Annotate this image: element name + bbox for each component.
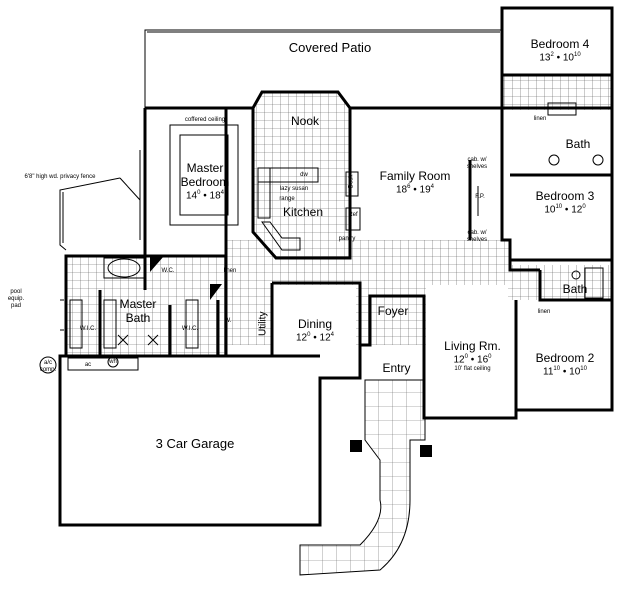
bath-lower-name: Bath: [562, 282, 588, 296]
tile-areas: [66, 75, 613, 356]
family-room-name: Family Room: [379, 169, 451, 183]
family-room-label: Family Room 186 • 194: [370, 169, 460, 196]
kitchen-label: Kitchen: [278, 205, 328, 220]
bedroom2-label: Bedroom 2 1110 • 1010: [520, 351, 610, 378]
bath-lower-label: Bath: [555, 282, 595, 297]
master-bedroom-name1: Master: [186, 161, 224, 175]
foyer-name: Foyer: [377, 304, 409, 318]
cab-shelves-upper-note: cab. w/shelves: [466, 157, 488, 170]
entry-name: Entry: [382, 361, 411, 375]
linen-utility-note: linen: [223, 268, 237, 274]
living-dims: 120 • 160: [453, 353, 492, 366]
family-room-dims: 186 • 194: [395, 183, 434, 196]
entry-label: Entry: [374, 361, 419, 376]
nook-label: Nook: [275, 114, 335, 129]
linen-upper-note: linen: [533, 116, 547, 122]
desk-note: Desk: [348, 174, 355, 189]
ref-note: Ref: [348, 212, 358, 218]
coffered-ceiling-note: coffered ceiling: [184, 117, 226, 123]
kitchen-name: Kitchen: [282, 205, 324, 219]
bedroom3-dims: 1010 • 120: [544, 203, 586, 216]
foyer-label: Foyer: [368, 304, 418, 319]
bedroom3-label: Bedroom 3 1010 • 120: [520, 189, 610, 216]
master-bedroom-name2: Bedroom: [180, 174, 230, 189]
utility-label: Utility: [257, 304, 269, 344]
bedroom3-name: Bedroom 3: [535, 189, 595, 203]
bedroom4-dims: 132 • 1010: [539, 51, 581, 64]
bedroom4-label: Bedroom 4 132 • 1010: [515, 37, 605, 64]
privacy-fence: [39, 177, 141, 374]
wh-note: wh: [109, 359, 117, 365]
master-bath-label: Master Bath: [108, 297, 168, 326]
utility-name: Utility: [257, 311, 269, 336]
wc-note: W.C.: [161, 268, 175, 274]
bedroom2-name: Bedroom 2: [535, 351, 595, 365]
bath-upper-label: Bath: [553, 137, 603, 152]
dw-note: dw: [300, 172, 308, 178]
living-note: 10' flat ceiling: [454, 365, 491, 372]
cab-shelves-lower-note: cab. w/shelves: [466, 230, 488, 243]
master-bath-name2: Bath: [125, 310, 151, 325]
dining-label: Dining 120 • 124: [280, 317, 350, 344]
fence-note: 6'8" high wd. privacy fence: [24, 174, 96, 180]
master-bedroom-label: Master Bedroom 140 • 184: [160, 161, 250, 201]
lazy-susan-note: lazy susan: [279, 186, 309, 192]
ac-note: ac: [84, 362, 92, 368]
washer-note: W.: [224, 318, 232, 324]
entry-walkway: [299, 379, 432, 576]
covered-patio-label: Covered Patio: [270, 40, 390, 56]
bedroom4-name: Bedroom 4: [530, 37, 590, 51]
master-bedroom-dims: 140 • 184: [185, 189, 224, 201]
living-name: Living Rm.: [444, 339, 501, 353]
interior-walls: [66, 73, 612, 410]
linen-lower-note: linen: [537, 309, 551, 315]
garage-label: 3 Car Garage: [140, 436, 250, 452]
fireplace-note: F.P.: [475, 194, 485, 200]
dining-name: Dining: [297, 317, 333, 331]
garage-name: 3 Car Garage: [155, 436, 235, 451]
covered-patio-name: Covered Patio: [288, 40, 372, 55]
living-label: Living Rm. 120 • 160 10' flat ceiling: [435, 339, 510, 373]
dining-dims: 120 • 124: [295, 331, 334, 344]
fixtures: [60, 102, 604, 371]
nook-name: Nook: [290, 114, 319, 128]
pantry-note: pantry: [338, 236, 356, 242]
wic-left-note: W.I.C.: [79, 326, 97, 332]
range-note: range: [279, 196, 295, 202]
master-bath-name1: Master: [119, 297, 157, 311]
wic-right-note: W.I.C.: [181, 326, 199, 332]
bedroom2-dims: 1110 • 1010: [543, 365, 587, 378]
bath-upper-name: Bath: [565, 137, 591, 151]
